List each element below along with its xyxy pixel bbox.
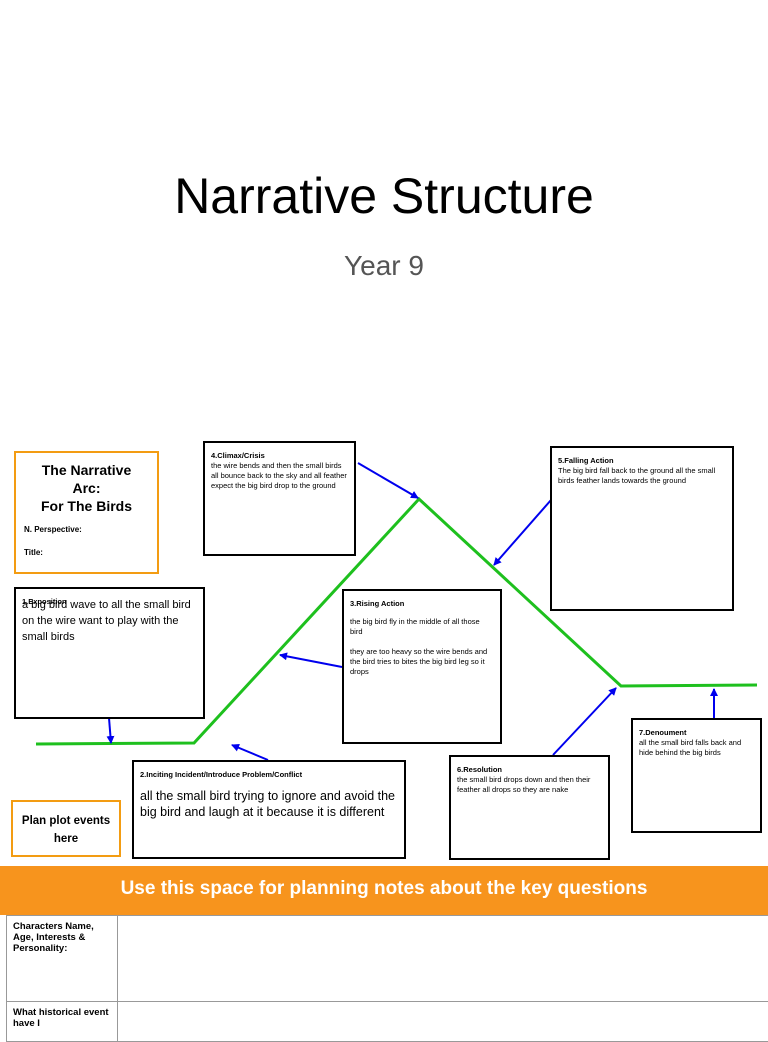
- stage-climax-heading: 4.Climax/Crisis: [211, 451, 348, 461]
- arrow-resolution: [553, 688, 616, 755]
- stage-resolution-box: 6.Resolution the small bird drops down a…: [449, 755, 610, 860]
- arrow-inciting: [232, 745, 268, 760]
- stage-exposition-heading: 1.Exposition: [22, 597, 67, 607]
- plan-plot-events-box: Plan plot events here: [11, 800, 121, 857]
- stage-rising-box: 3.Rising Action the big bird fly in the …: [342, 589, 502, 744]
- stage-climax-text: the wire bends and then the small birds …: [211, 461, 348, 491]
- plan-box-label: Plan plot events here: [22, 815, 110, 845]
- perspective-label: N. Perspective:: [16, 525, 157, 534]
- table-row: What historical event have I: [7, 1002, 768, 1042]
- stage-climax-box: 4.Climax/Crisis the wire bends and then …: [203, 441, 356, 556]
- arrow-rising: [280, 655, 342, 667]
- stage-resolution-text: the small bird drops down and then their…: [457, 775, 602, 795]
- stage-inciting-box: 2.Inciting Incident/Introduce Problem/Co…: [132, 760, 406, 859]
- stage-inciting-heading: 2.Inciting Incident/Introduce Problem/Co…: [140, 770, 398, 780]
- question-cell: Characters Name, Age, Interests & Person…: [7, 916, 118, 1002]
- stage-denouement-heading: 7.Denoument: [639, 728, 754, 738]
- table-row: Characters Name, Age, Interests & Person…: [7, 916, 768, 1002]
- arc-box-line3: For The Birds: [16, 497, 157, 515]
- planning-notes-table: Characters Name, Age, Interests & Person…: [6, 915, 768, 1042]
- stage-falling-heading: 5.Falling Action: [558, 456, 726, 466]
- arrow-exposition: [109, 718, 111, 743]
- stage-exposition-box: 1.Exposition a big bird wave to all the …: [14, 587, 205, 719]
- stage-falling-text: The big bird fall back to the ground all…: [558, 466, 726, 486]
- stage-falling-box: 5.Falling Action The big bird fall back …: [550, 446, 734, 611]
- arc-box-line2: Arc:: [16, 479, 157, 497]
- arrow-falling: [494, 500, 551, 565]
- page-title: Narrative Structure: [0, 168, 768, 224]
- narrative-arc-info-box: The Narrative Arc: For The Birds N. Pers…: [14, 451, 159, 574]
- stage-rising-heading: 3.Rising Action: [350, 599, 494, 609]
- planning-notes-banner: Use this space for planning notes about …: [0, 866, 768, 915]
- arc-box-line1: The Narrative: [16, 461, 157, 479]
- answer-cell[interactable]: [118, 1002, 768, 1042]
- stage-inciting-text: all the small bird trying to ignore and …: [140, 788, 398, 820]
- stage-rising-text: the big bird fly in the middle of all th…: [350, 617, 494, 677]
- page-subtitle: Year 9: [0, 250, 768, 282]
- stage-denouement-text: all the small bird falls back and hide b…: [639, 738, 754, 758]
- stage-resolution-heading: 6.Resolution: [457, 765, 602, 775]
- question-cell: What historical event have I: [7, 1002, 118, 1042]
- answer-cell[interactable]: [118, 916, 768, 1002]
- title-label: Title:: [16, 548, 157, 557]
- stage-denouement-box: 7.Denoument all the small bird falls bac…: [631, 718, 762, 833]
- arrow-climax: [358, 463, 418, 498]
